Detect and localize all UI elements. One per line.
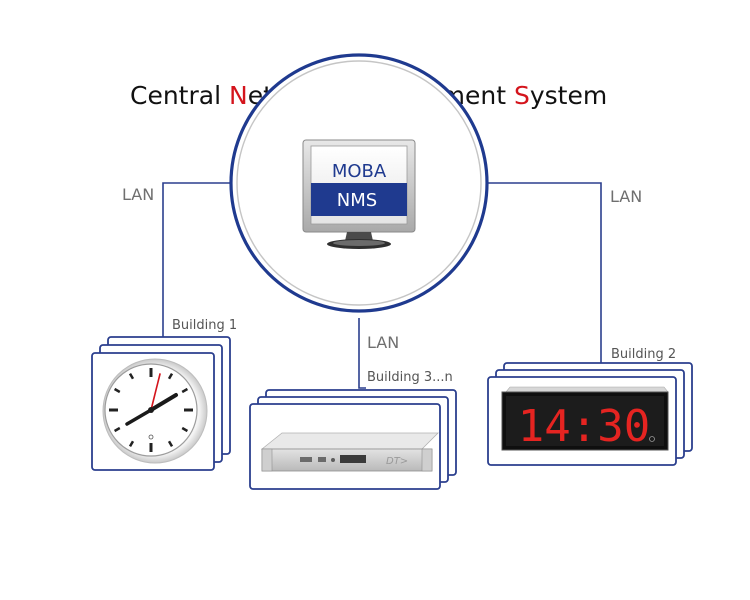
- building2-label: Building 2: [611, 347, 676, 362]
- analog-clock-icon: [102, 358, 208, 464]
- lan-label-right: LAN: [610, 187, 642, 206]
- monitor-line1: MOBA: [332, 161, 387, 182]
- building2-device-stack: 14:30: [487, 362, 693, 466]
- monitor-banner: [311, 183, 407, 216]
- digital-clock-icon: 14:30: [501, 386, 669, 452]
- rack-unit-icon: DT>: [260, 432, 439, 472]
- title-accent-letter: N: [229, 81, 248, 110]
- building3-device-stack: DT>: [249, 389, 457, 490]
- title-part: ystem: [530, 81, 607, 110]
- rack-brand-mark: DT>: [386, 456, 408, 467]
- building1-device-stack: [91, 336, 231, 471]
- monitor-line2: NMS: [337, 190, 377, 211]
- title-accent-letter: S: [514, 81, 530, 110]
- lan-line-right: [485, 182, 602, 367]
- lan-line-center: [358, 318, 366, 389]
- lan-label-left: LAN: [122, 185, 154, 204]
- digital-clock-display: 14:30: [518, 401, 650, 452]
- title-part: Central: [130, 81, 229, 110]
- monitor-icon: MOBA NMS: [302, 139, 416, 249]
- building1-label: Building 1: [172, 318, 237, 333]
- lan-label-center: LAN: [367, 333, 399, 352]
- hub-inner-ring: [236, 60, 482, 306]
- lan-line-left: [162, 182, 236, 339]
- building3-label: Building 3...n: [367, 370, 453, 385]
